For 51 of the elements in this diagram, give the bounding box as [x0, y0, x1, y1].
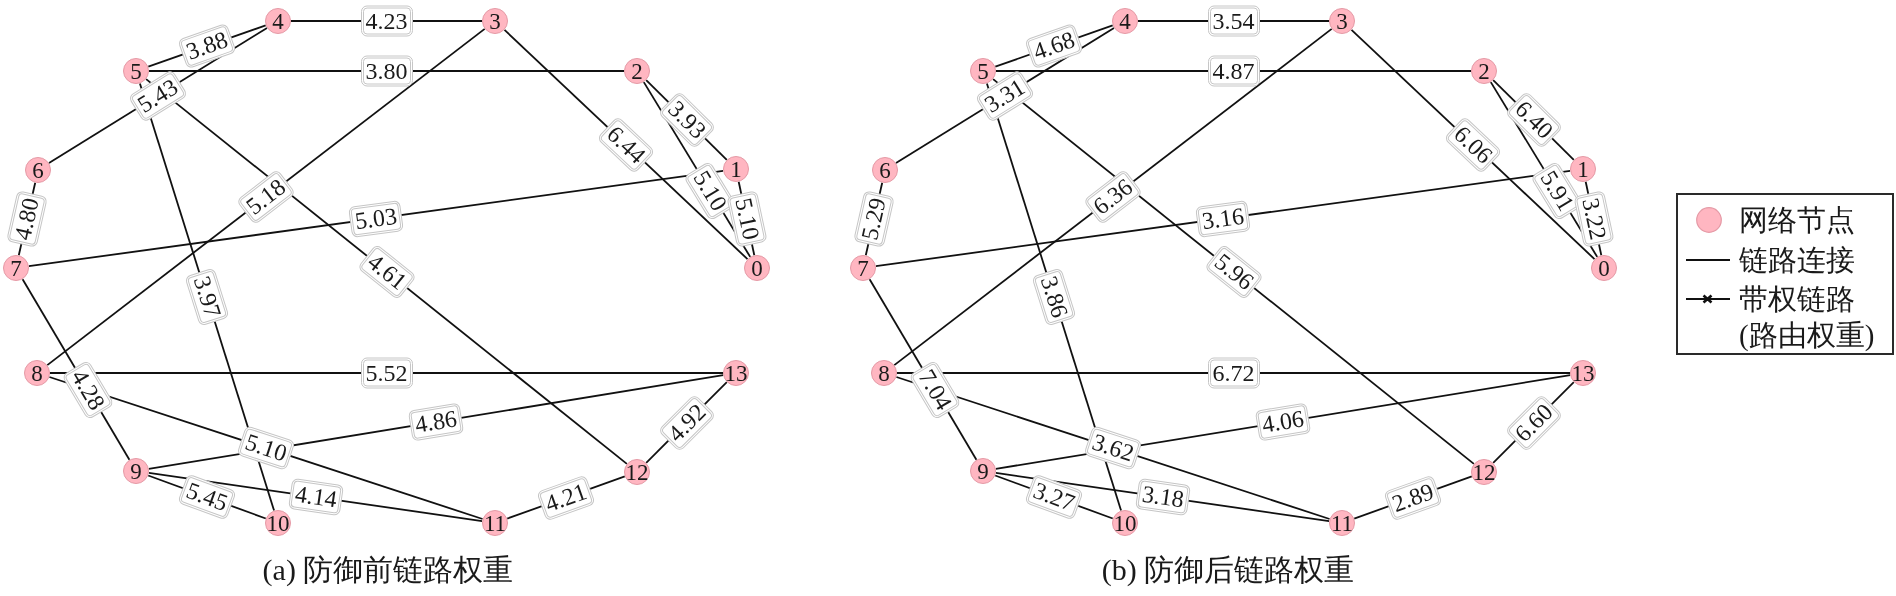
legend-label: 带权链路(路由权重) — [1739, 282, 1876, 353]
weight-label: 6.72 — [1207, 357, 1260, 389]
node-circle: 0 — [744, 255, 770, 281]
node-circle: 7 — [850, 255, 876, 281]
node-circle: 4 — [1112, 8, 1138, 34]
weight-label: 4.87 — [1207, 55, 1260, 87]
node-circle: 6 — [872, 157, 898, 183]
node-circle: 6 — [25, 157, 51, 183]
node-circle: 9 — [123, 458, 149, 484]
node-circle: 1 — [1570, 156, 1596, 182]
node-circle: 11 — [482, 510, 508, 536]
node-circle: 3 — [482, 8, 508, 34]
node-circle: 5 — [123, 58, 149, 84]
node-circle: 1 — [723, 156, 749, 182]
node-circle: 10 — [265, 510, 291, 536]
node-circle: 13 — [723, 360, 749, 386]
node-circle: 0 — [1591, 255, 1617, 281]
link-line — [995, 70, 1472, 72]
node-circle: 5 — [970, 58, 996, 84]
node-circle: 8 — [871, 360, 897, 386]
link-line — [875, 169, 1571, 268]
link-line — [46, 28, 486, 366]
legend-label: 网络节点 — [1739, 203, 1856, 238]
subfigure-caption: (b) 防御后链路权重 — [1101, 552, 1355, 588]
weight-label: 3.27 — [1024, 473, 1084, 521]
weight-label: 5.52 — [360, 357, 413, 389]
link-line — [28, 169, 724, 268]
node-circle: 12 — [1471, 459, 1497, 485]
link-line — [896, 372, 1571, 374]
weight-label: 3.16 — [1195, 199, 1251, 238]
node-circle: 8 — [24, 360, 50, 386]
weight-label: 5.03 — [348, 199, 404, 238]
weight-label: 3.62 — [1083, 425, 1143, 471]
node-circle: 9 — [970, 458, 996, 484]
node-circle: 2 — [1471, 58, 1497, 84]
weight-label: 3.54 — [1207, 5, 1260, 37]
legend-label: 链路连接 — [1739, 243, 1856, 278]
node-circle: 4 — [265, 8, 291, 34]
weight-label: 4.23 — [360, 5, 413, 37]
link-line — [893, 28, 1333, 366]
link-line — [148, 70, 625, 72]
weight-label: 3.80 — [360, 55, 413, 87]
node-circle: 12 — [624, 459, 650, 485]
node-circle: 2 — [624, 58, 650, 84]
node-circle: 10 — [1112, 510, 1138, 536]
node-circle: 3 — [1329, 8, 1355, 34]
subfigure-caption: (a) 防御前链路权重 — [262, 552, 514, 588]
node-circle: 11 — [1329, 510, 1355, 536]
link-line — [49, 372, 724, 374]
node-circle: 7 — [3, 255, 29, 281]
node-circle: 13 — [1570, 360, 1596, 386]
